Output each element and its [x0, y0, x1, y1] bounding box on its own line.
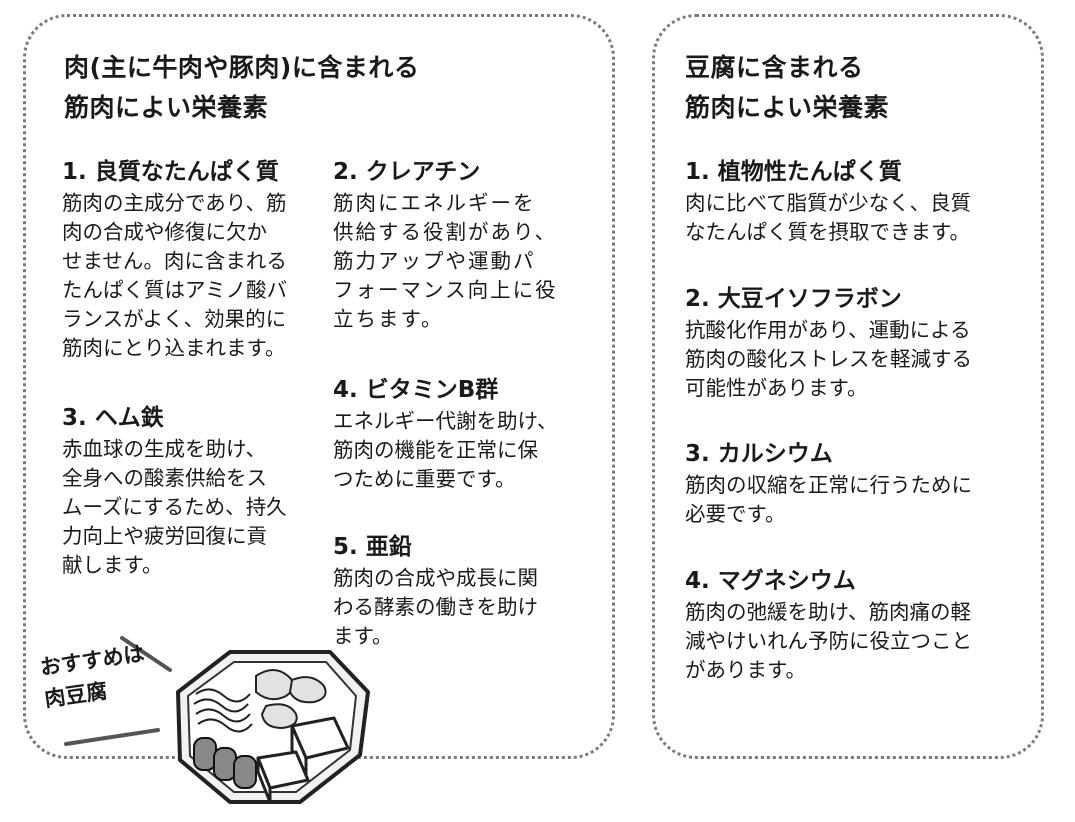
niku-dofu-bowl-icon — [64, 636, 370, 804]
tofu-item-magnesium-heading: 4. マグネシウム — [685, 568, 856, 594]
tofu-title-line-2: 筋肉によい栄養素 — [685, 93, 890, 122]
tofu-item-isoflavone-text: 抗酸化作用があり、運動による 筋肉の酸化ストレスを軽減する 可能性があります。 — [685, 318, 972, 400]
panel-meat-nutrients — [23, 14, 615, 759]
tofu-panel-title: 豆腐に含まれる 筋肉によい栄養素 — [685, 48, 889, 128]
tofu-item-magnesium: 4. マグネシウム 筋肉の弛緩を助け、筋肉痛の軽 減やけいれん予防に役立つこと … — [685, 566, 972, 685]
meat-item-zinc-text: 筋肉の合成や成長に関 わる酵素の働きを助け ます。 — [333, 566, 538, 648]
panel-tofu-nutrients — [652, 14, 1044, 759]
tofu-item-calcium-heading: 3. カルシウム — [685, 441, 833, 467]
meat-title-line-1: 肉(主に牛肉や豚肉)に含まれる — [64, 53, 420, 82]
tofu-item-isoflavone: 2. 大豆イソフラボン 抗酸化作用があり、運動による 筋肉の酸化ストレスを軽減す… — [685, 284, 972, 403]
meat-item-protein: 1. 良質なたんぱく質 筋肉の主成分であり、筋 肉の合成や修復に欠か せません。… — [62, 157, 287, 363]
meat-item-vitamin-b-text: エネルギー代謝を助け、 筋肉の機能を正常に保 つために重要です。 — [333, 409, 558, 491]
meat-item-protein-text: 筋肉の主成分であり、筋 肉の合成や修復に欠か せません。肉に含まれる たんぱく質… — [62, 191, 288, 360]
tofu-title-line-1: 豆腐に含まれる — [685, 53, 864, 82]
tofu-item-calcium: 3. カルシウム 筋肉の収縮を正常に行うために 必要です。 — [685, 439, 972, 529]
meat-item-protein-heading: 1. 良質なたんぱく質 — [62, 159, 279, 185]
tofu-item-plant-protein-heading: 1. 植物性たんぱく質 — [685, 159, 902, 185]
tofu-item-isoflavone-heading: 2. 大豆イソフラボン — [685, 286, 902, 312]
meat-item-creatine: 2. クレアチン 筋肉にエネルギーを 供給する役割があり、 筋力アップや運動パ … — [333, 157, 558, 334]
tofu-item-plant-protein-text: 肉に比べて脂質が少なく、良質 なたんぱく質を摂取できます。 — [685, 191, 972, 244]
tofu-item-magnesium-text: 筋肉の弛緩を助け、筋肉痛の軽 減やけいれん予防に役立つこと があります。 — [685, 600, 972, 682]
meat-panel-title: 肉(主に牛肉や豚肉)に含まれる 筋肉によい栄養素 — [64, 48, 419, 128]
tofu-item-plant-protein: 1. 植物性たんぱく質 肉に比べて脂質が少なく、良質 なたんぱく質を摂取できます… — [685, 157, 971, 247]
meat-title-line-2: 筋肉によい栄養素 — [64, 93, 269, 122]
meat-item-heme-iron-heading: 3. ヘム鉄 — [62, 405, 164, 431]
meat-item-heme-iron: 3. ヘム鉄 赤血球の生成を助け、 全身への酸素供給をス ムーズにするため、持久… — [62, 403, 287, 580]
meat-item-heme-iron-text: 赤血球の生成を助け、 全身への酸素供給をス ムーズにするため、持久 力向上や疲労… — [62, 437, 287, 577]
meat-item-creatine-text: 筋肉にエネルギーを 供給する役割があり、 筋力アップや運動パ フォーマンス向上に… — [333, 191, 558, 331]
meat-item-creatine-heading: 2. クレアチン — [333, 159, 481, 185]
meat-item-vitamin-b: 4. ビタミンB群 エネルギー代謝を助け、 筋肉の機能を正常に保 つために重要で… — [333, 375, 557, 494]
meat-item-zinc-heading: 5. 亜鉛 — [333, 534, 412, 560]
tofu-item-calcium-text: 筋肉の収縮を正常に行うために 必要です。 — [685, 473, 972, 526]
meat-item-zinc: 5. 亜鉛 筋肉の合成や成長に関 わる酵素の働きを助け ます。 — [333, 532, 538, 651]
meat-item-vitamin-b-heading: 4. ビタミンB群 — [333, 377, 499, 403]
